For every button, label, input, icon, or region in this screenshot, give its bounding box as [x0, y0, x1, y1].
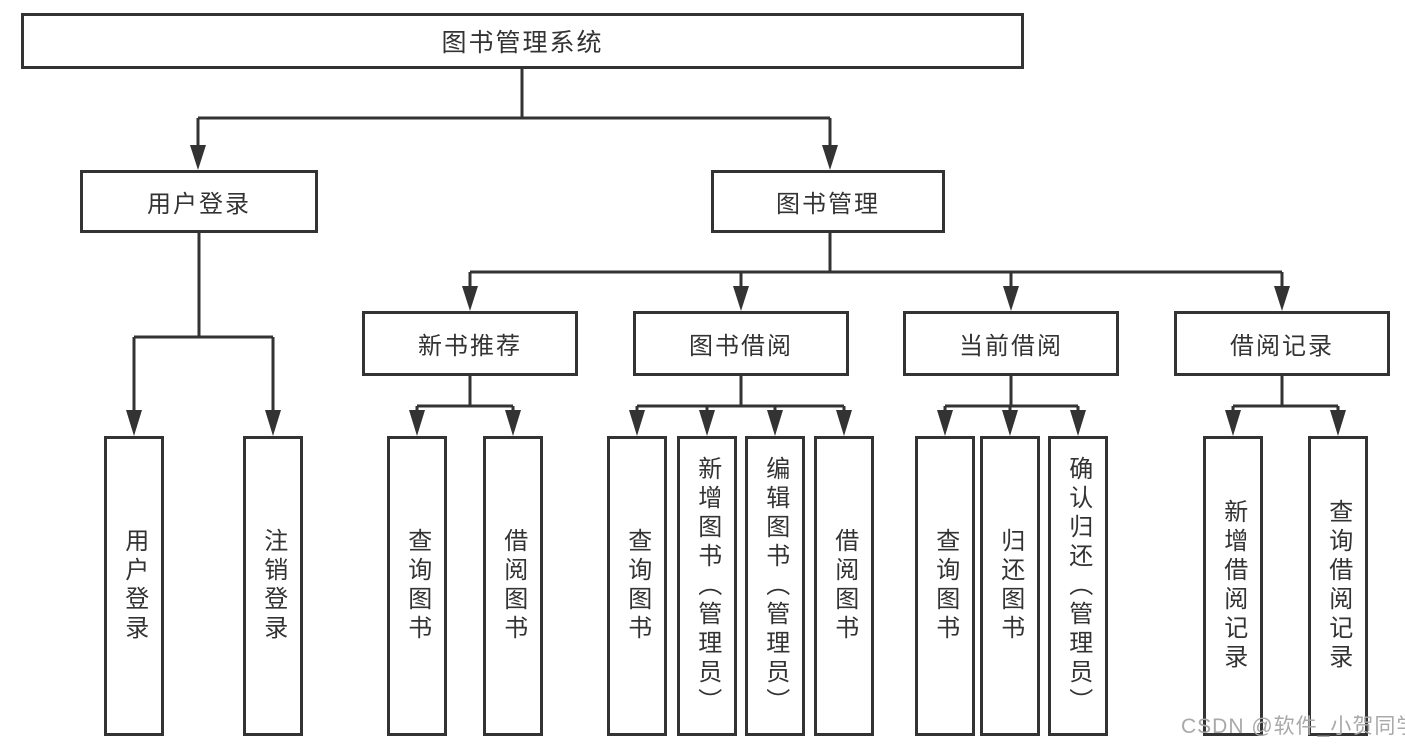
node-book-management: 图书管理 [711, 170, 945, 233]
node-label: 归还图书 [996, 528, 1024, 644]
node-label: 查询图书 [623, 528, 651, 644]
node-label: 新书推荐 [418, 333, 522, 360]
node-label: 确认归还（管理员） [1064, 455, 1092, 717]
node-book-borrowing: 图书借阅 [633, 311, 849, 376]
node-label: 用户登录 [120, 528, 148, 644]
node-label: 编辑图书（管理员） [761, 455, 789, 717]
node-label: 当前借阅 [959, 333, 1063, 360]
node-new-book-recommend: 新书推荐 [362, 311, 578, 376]
arrowheads-recommend-leaves [409, 410, 521, 436]
node-label: 用户登录 [147, 191, 251, 218]
leaf-query-borrow-record: 查询借阅记录 [1308, 436, 1368, 736]
node-borrow-records: 借阅记录 [1174, 311, 1390, 376]
node-label: 借阅图书 [499, 528, 527, 644]
leaf-borrow-books-recommend: 借阅图书 [483, 436, 543, 736]
node-label: 新增图书（管理员） [693, 455, 721, 717]
node-label: 图书管理 [776, 191, 880, 218]
leaf-query-books-borrow: 查询图书 [607, 436, 667, 736]
arrowheads-current-leaves [937, 410, 1086, 436]
arrowheads-level2 [190, 145, 838, 170]
connector-records-to-leaves [1231, 376, 1340, 417]
node-label: 图书管理系统 [441, 29, 604, 57]
leaf-edit-book-admin: 编辑图书（管理员） [745, 436, 805, 736]
leaf-add-book-admin: 新增图书（管理员） [677, 436, 737, 736]
node-library-management-system: 图书管理系统 [21, 13, 1024, 69]
connector-recommend-to-leaves [415, 376, 515, 417]
node-current-borrowing: 当前借阅 [903, 311, 1119, 376]
leaf-logout: 注销登录 [243, 436, 303, 736]
leaf-return-books: 归还图书 [980, 436, 1040, 736]
csdn-watermark: CSDN @软件_小贺同学 [1181, 715, 1405, 738]
leaf-confirm-return-admin: 确认归还（管理员） [1048, 436, 1108, 736]
leaf-query-books-current: 查询图书 [915, 436, 975, 736]
arrowheads-records-leaves [1225, 410, 1346, 436]
leaf-user-login: 用户登录 [104, 436, 164, 736]
node-label: 借阅记录 [1230, 333, 1334, 360]
leaf-add-borrow-record: 新增借阅记录 [1203, 436, 1263, 736]
node-label: 借阅图书 [830, 528, 858, 644]
node-label: 新增借阅记录 [1219, 499, 1247, 673]
node-user-login: 用户登录 [80, 170, 318, 233]
leaf-borrow-books: 借阅图书 [814, 436, 874, 736]
connector-root-to-level2 [196, 69, 832, 152]
arrowheads-level3 [462, 286, 1290, 311]
node-label: 查询借阅记录 [1324, 499, 1352, 673]
connector-userlogin-to-leaves [132, 233, 275, 417]
node-label: 注销登录 [259, 528, 287, 644]
leaf-query-books-recommend: 查询图书 [387, 436, 447, 736]
node-label: 图书借阅 [689, 333, 793, 360]
arrowheads-userlogin-leaves [126, 410, 281, 436]
node-label: 查询图书 [403, 528, 431, 644]
node-label: 查询图书 [931, 528, 959, 644]
connector-bookmgmt-to-level3 [468, 233, 1284, 293]
connector-borrow-to-leaves [635, 376, 846, 417]
arrowheads-borrow-leaves [629, 410, 852, 436]
